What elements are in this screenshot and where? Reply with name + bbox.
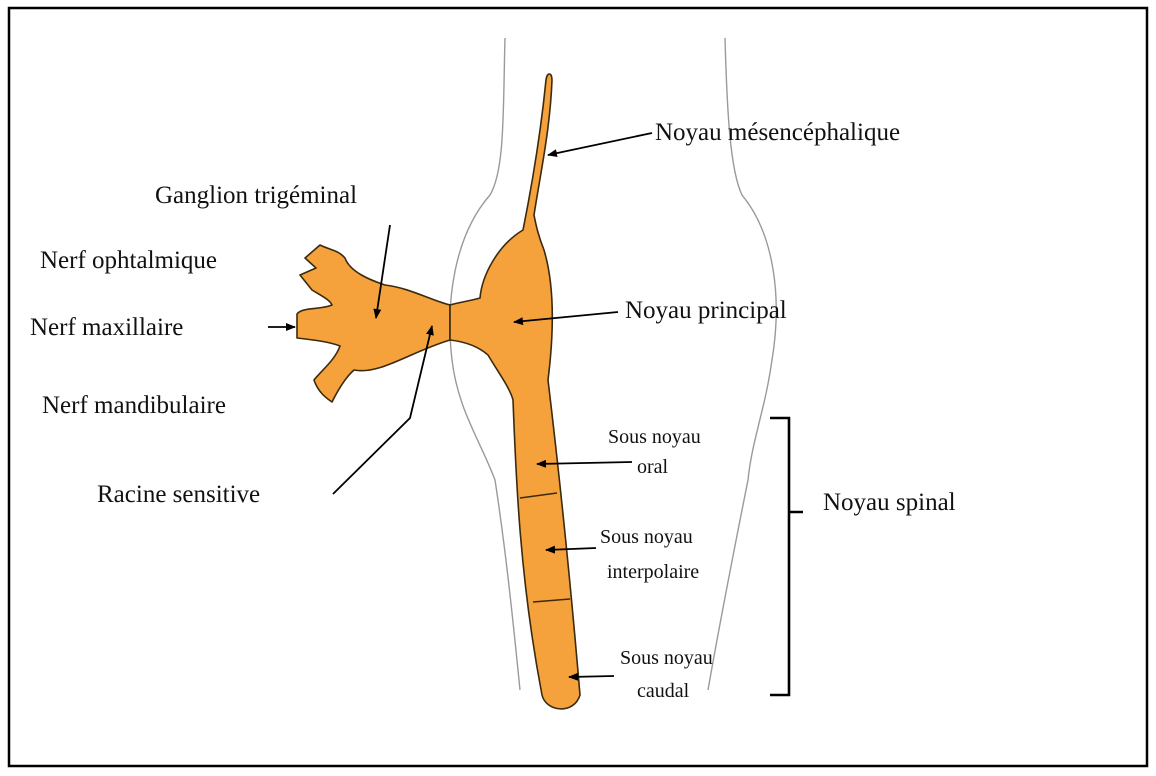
label-interpolar-subnucleus-line1: Sous noyau	[600, 526, 693, 548]
pointer-mesencephalic	[548, 133, 652, 155]
label-sensory-root: Racine sensitive	[97, 481, 260, 508]
label-principal-nucleus: Noyau principal	[625, 297, 787, 324]
ganglion-and-nerves-shape	[297, 245, 450, 402]
label-maxillary-nerve: Nerf maxillaire	[30, 314, 183, 341]
label-caudal-subnucleus-line2: caudal	[637, 680, 690, 702]
label-oral-subnucleus-line2: oral	[637, 456, 669, 478]
trigeminal-structure	[297, 74, 580, 709]
label-trigeminal-ganglion: Ganglion trigéminal	[155, 182, 357, 209]
label-caudal-subnucleus-line1: Sous noyau	[620, 647, 713, 669]
pointer-lines	[268, 133, 652, 677]
label-spinal-nucleus: Noyau spinal	[823, 489, 956, 516]
label-mesencephalic-nucleus: Noyau mésencéphalique	[655, 119, 900, 146]
label-interpolar-subnucleus-line2: interpolaire	[607, 561, 699, 583]
label-mandibular-nerve: Nerf mandibulaire	[42, 392, 226, 419]
nucleus-column-shape	[450, 74, 580, 709]
label-ophthalmic-nerve: Nerf ophtalmique	[40, 247, 217, 274]
pointer-caudal	[569, 676, 614, 677]
spinal-nucleus-bracket	[770, 418, 803, 695]
label-oral-subnucleus-line1: Sous noyau	[608, 426, 701, 448]
frame-border	[9, 8, 1147, 766]
